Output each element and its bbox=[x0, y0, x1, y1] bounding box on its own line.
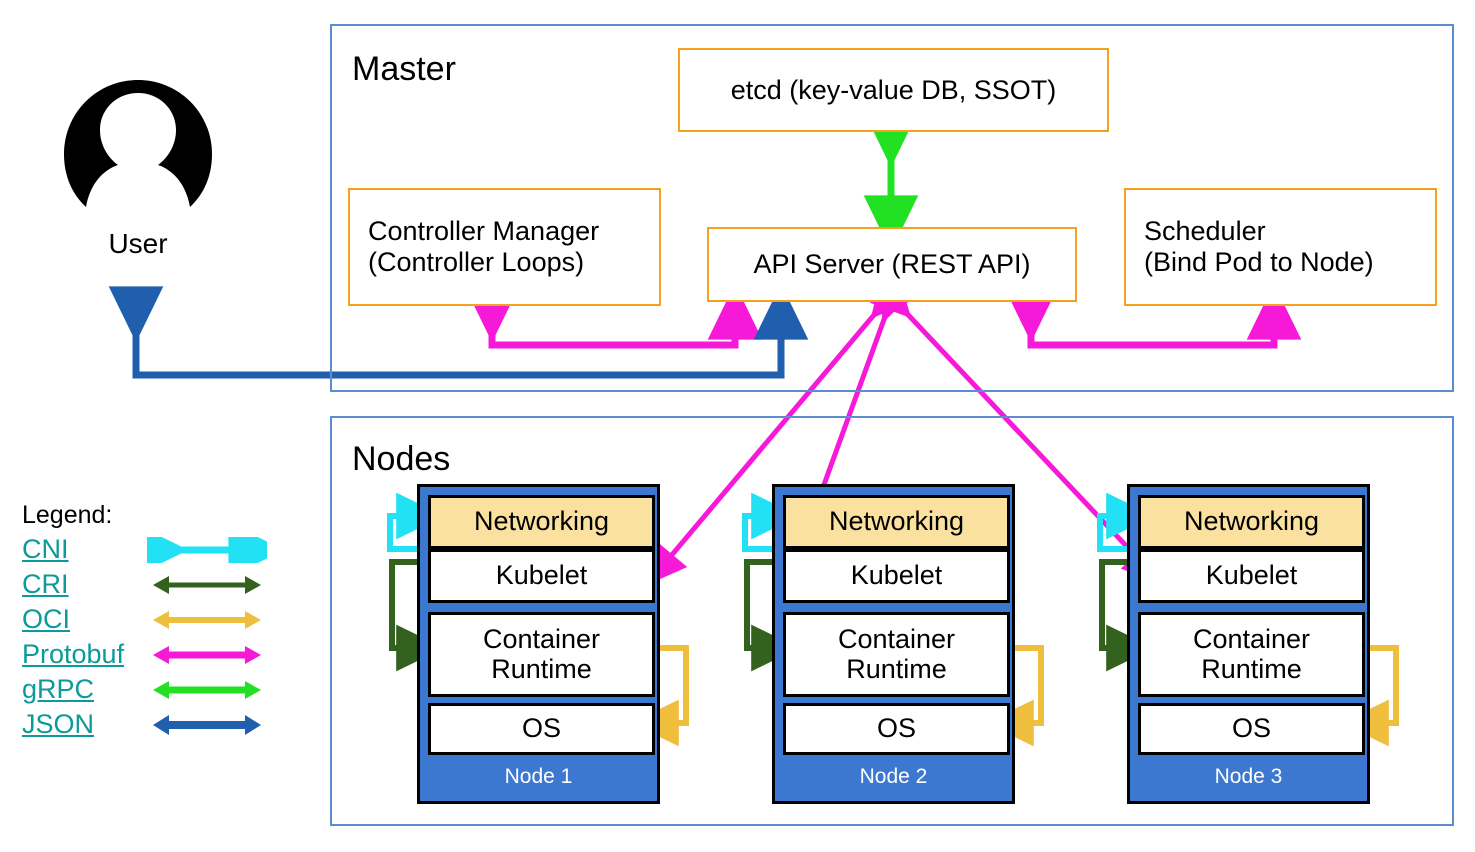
node-3-layer-kubelet[interactable]: Kubelet bbox=[1138, 549, 1365, 603]
legend-arrow-protobuf bbox=[153, 645, 261, 664]
user-label: User bbox=[108, 228, 168, 259]
node-3-networking-label: Networking bbox=[1183, 506, 1320, 537]
node-1-layer-container-runtime[interactable]: Container Runtime bbox=[428, 612, 655, 697]
api-server-label: API Server (REST API) bbox=[753, 249, 1031, 280]
legend-arrow-cni bbox=[147, 536, 267, 563]
node-3-layer-networking[interactable]: Networking bbox=[1138, 495, 1365, 549]
etcd-label: etcd (key-value DB, SSOT) bbox=[730, 74, 1057, 105]
legend-row-cni: CNI bbox=[22, 532, 267, 567]
controller-manager-label: Controller Manager (Controller Loops) bbox=[368, 216, 600, 277]
legend-title: Legend: bbox=[22, 501, 113, 529]
node-3-container-runtime-label: Container Runtime bbox=[1192, 624, 1311, 684]
scheduler-label: Scheduler (Bind Pod to Node) bbox=[1144, 216, 1374, 277]
legend-link-oci[interactable]: OCI bbox=[22, 603, 71, 634]
legend-row-grpc: gRPC bbox=[22, 672, 267, 707]
nodes-group-title: Nodes bbox=[352, 440, 451, 478]
node-3-layer-container-runtime[interactable]: Container Runtime bbox=[1138, 612, 1365, 697]
etcd-box[interactable]: etcd (key-value DB, SSOT) bbox=[678, 48, 1109, 132]
node-2-container-runtime-label: Container Runtime bbox=[837, 624, 956, 684]
legend-link-cri[interactable]: CRI bbox=[22, 568, 69, 599]
legend-link-protobuf[interactable]: Protobuf bbox=[22, 638, 125, 669]
legend-arrow-cri bbox=[153, 575, 261, 594]
node-1-layer-kubelet[interactable]: Kubelet bbox=[428, 549, 655, 603]
node-2-kubelet-label: Kubelet bbox=[850, 560, 943, 591]
node-3-name: Node 3 bbox=[1214, 765, 1283, 788]
legend-arrow-oci bbox=[153, 610, 261, 629]
scheduler-box[interactable]: Scheduler (Bind Pod to Node) bbox=[1124, 188, 1437, 306]
legend-arrow-grpc bbox=[153, 680, 261, 699]
legend-arrow-json bbox=[153, 714, 261, 735]
node-1-networking-label: Networking bbox=[473, 506, 610, 537]
node-2-os-label: OS bbox=[876, 713, 916, 744]
node-1-os-label: OS bbox=[521, 713, 561, 744]
master-group bbox=[330, 24, 1454, 392]
node-3[interactable]: Networking Kubelet Container Runtime OS … bbox=[1127, 484, 1370, 804]
node-2-layer-kubelet[interactable]: Kubelet bbox=[783, 549, 1010, 603]
master-group-title: Master bbox=[352, 50, 456, 88]
node-3-kubelet-label: Kubelet bbox=[1205, 560, 1298, 591]
legend-row-json: JSON bbox=[22, 707, 267, 742]
node-2-layer-networking[interactable]: Networking bbox=[783, 495, 1010, 549]
api-server-box[interactable]: API Server (REST API) bbox=[707, 227, 1077, 302]
user-actor: User bbox=[62, 78, 214, 273]
legend-link-cni[interactable]: CNI bbox=[22, 533, 69, 564]
node-3-layer-os[interactable]: OS bbox=[1138, 703, 1365, 755]
node-1[interactable]: Networking Kubelet Container Runtime OS … bbox=[417, 484, 660, 804]
controller-manager-box[interactable]: Controller Manager (Controller Loops) bbox=[348, 188, 661, 306]
user-avatar-icon bbox=[64, 80, 212, 207]
legend-row-protobuf: Protobuf bbox=[22, 637, 267, 672]
node-1-kubelet-label: Kubelet bbox=[495, 560, 588, 591]
node-2[interactable]: Networking Kubelet Container Runtime OS … bbox=[772, 484, 1015, 804]
node-1-layer-os[interactable]: OS bbox=[428, 703, 655, 755]
node-1-name: Node 1 bbox=[504, 765, 573, 788]
node-2-networking-label: Networking bbox=[828, 506, 965, 537]
legend: Legend: CNI CRI OCI bbox=[22, 500, 267, 742]
node-2-layer-container-runtime[interactable]: Container Runtime bbox=[783, 612, 1010, 697]
node-1-container-runtime-label: Container Runtime bbox=[482, 624, 601, 684]
legend-row-cri: CRI bbox=[22, 567, 267, 602]
legend-row-oci: OCI bbox=[22, 602, 267, 637]
node-3-os-label: OS bbox=[1231, 713, 1271, 744]
legend-link-grpc[interactable]: gRPC bbox=[22, 673, 95, 704]
node-2-name: Node 2 bbox=[859, 765, 928, 788]
legend-link-json[interactable]: JSON bbox=[22, 708, 95, 739]
nodes-group bbox=[330, 416, 1454, 826]
node-1-layer-networking[interactable]: Networking bbox=[428, 495, 655, 549]
node-2-layer-os[interactable]: OS bbox=[783, 703, 1010, 755]
